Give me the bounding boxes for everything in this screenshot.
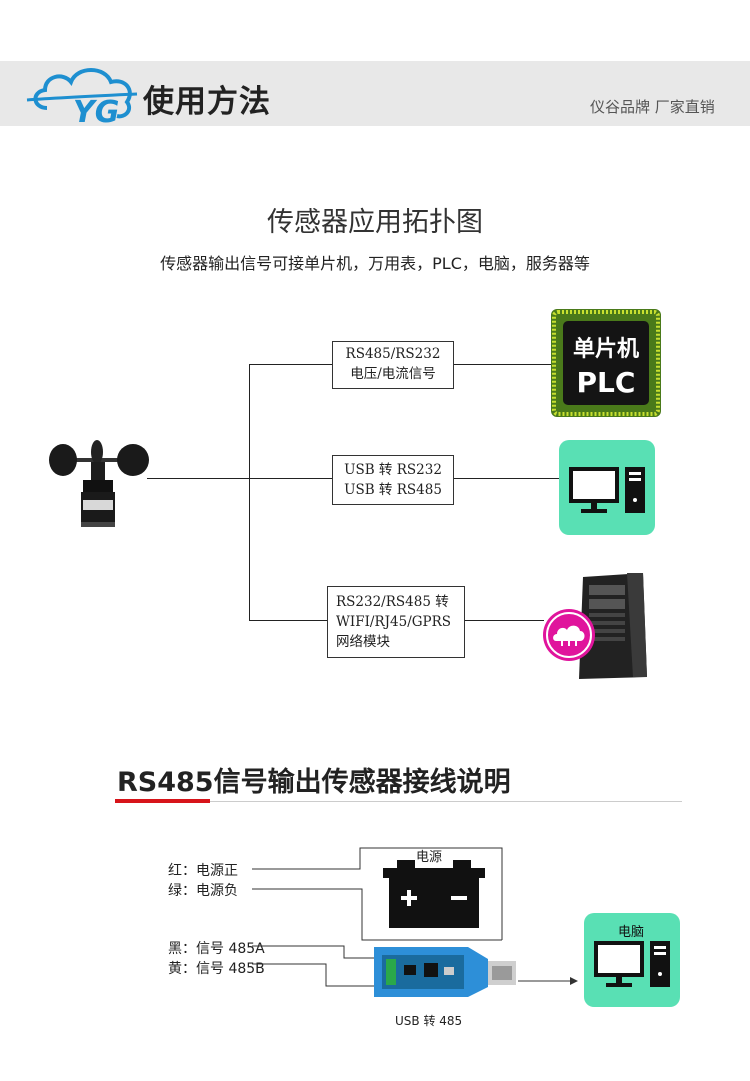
connector-line	[249, 620, 327, 621]
brand-logo: YG	[25, 60, 140, 130]
page-title: 使用方法	[143, 84, 271, 120]
title-underline-red	[115, 799, 210, 803]
interface-box-network: RS232/RS485 转 WIFI/RJ45/GPRS 网络模块	[327, 586, 465, 658]
connector-line	[249, 478, 333, 479]
mcu-plc-chip: 单片机 PLC	[551, 309, 661, 417]
wire-label-green: 绿：电源负	[168, 883, 238, 899]
box-line: USB 转 RS232	[344, 462, 442, 478]
chip-label-plc: PLC	[577, 366, 636, 399]
topology-title: 传感器应用拓扑图	[267, 207, 483, 238]
wire-label-red: 红：电源正	[168, 863, 238, 879]
box-line: USB 转 RS485	[344, 482, 442, 498]
connector-line	[464, 620, 544, 621]
logo-text: YG	[73, 95, 119, 130]
connector-line	[453, 478, 559, 479]
header-slogan: 仪谷品牌 厂家直销	[590, 98, 715, 116]
title-underline-gray	[115, 801, 682, 802]
interface-box-usb: USB 转 RS232 USB 转 RS485	[332, 455, 454, 505]
wiring-computer-card: 电脑	[584, 913, 680, 1007]
battery-icon	[383, 860, 485, 930]
topology-subtitle: 传感器输出信号可接单片机，万用表，PLC，电脑，服务器等	[160, 254, 590, 273]
interface-box-rs485: RS485/RS232 电压/电流信号	[332, 341, 454, 389]
wire-label-yellow: 黄：信号 485B	[168, 961, 265, 977]
connector-line	[453, 364, 552, 365]
connector-line	[249, 364, 333, 365]
computer-icon	[594, 941, 670, 987]
usb-label: USB 转 485	[395, 1014, 463, 1028]
cloud-icon	[542, 608, 596, 662]
computer-icon	[569, 467, 645, 513]
computer-card	[559, 440, 655, 535]
box-line: RS485/RS232	[345, 346, 441, 362]
box-line: 电压/电流信号	[350, 366, 436, 382]
server-tower	[575, 571, 651, 681]
wire-label-black: 黑：信号 485A	[168, 941, 265, 957]
box-line: WIFI/RJ45/GPRS	[336, 614, 452, 630]
power-label: 电源	[416, 850, 443, 865]
wiring-lines	[252, 847, 578, 987]
wiring-title: RS485信号输出传感器接线说明	[117, 767, 511, 798]
box-line: RS232/RS485 转	[336, 594, 449, 610]
box-line: 网络模块	[336, 634, 390, 650]
pc-label: 电脑	[618, 925, 645, 940]
anemometer-image	[45, 430, 155, 535]
connector-line	[249, 364, 250, 621]
connector-line	[147, 478, 250, 479]
chip-label-mcu: 单片机	[573, 337, 639, 362]
usb-485-converter	[368, 943, 520, 1001]
